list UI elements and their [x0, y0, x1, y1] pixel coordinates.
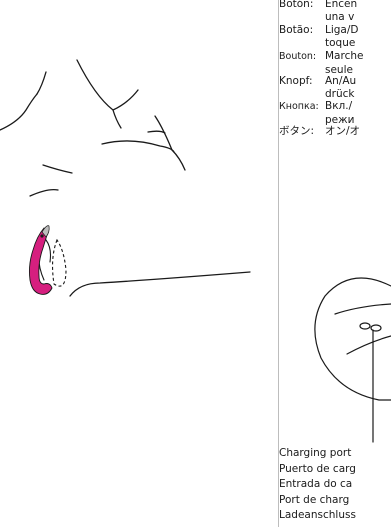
- button-desc-line1: An/Au: [325, 75, 357, 87]
- knee-line: [171, 149, 186, 171]
- instructions-page: Botón: Encen una v Botão: Liga/D toque B…: [279, 0, 391, 527]
- button-row-ja: ボタン: オン/オ: [279, 125, 391, 141]
- button-term: Bouton:: [279, 51, 317, 62]
- groin-y-stem: [112, 109, 122, 129]
- groin-y-line: [76, 59, 139, 111]
- device-button-dot: [40, 234, 44, 238]
- button-desc-line1: オン/オ: [325, 125, 361, 137]
- magnifier-circle: [314, 277, 391, 401]
- button-row-de: Knopf: An/Au drück: [279, 75, 391, 100]
- charging-contact-1: [359, 322, 371, 330]
- hip-curve: [36, 71, 47, 95]
- usage-illustration-page: [0, 59, 251, 297]
- thigh-crease-middle: [101, 140, 175, 153]
- port-label-es: Puerto de carg: [279, 462, 356, 475]
- button-term: ボタン:: [279, 125, 315, 137]
- port-label-en: Charging port: [279, 447, 352, 459]
- thigh-crease-right: [147, 130, 166, 134]
- button-desc-line2: una v: [325, 10, 355, 23]
- thigh-line-right-outer: [154, 115, 173, 151]
- button-description-list: Botón: Encen una v Botão: Liga/D toque B…: [279, 0, 391, 141]
- lower-curve-left: [29, 188, 59, 197]
- device-external-part: [28, 227, 53, 295]
- port-label-pt: Entrada do ca: [279, 478, 353, 490]
- hip-outline-left: [0, 93, 38, 131]
- button-desc-line2: режи: [325, 113, 355, 126]
- device-outline-bottom: [346, 335, 391, 355]
- button-desc-line1: Вкл./: [325, 100, 353, 112]
- button-term: Botón:: [279, 0, 314, 10]
- button-term: Кнопка:: [279, 101, 319, 112]
- button-desc-line1: Encen: [325, 0, 358, 10]
- device-internal-part: [51, 238, 67, 287]
- charging-port-diagram: [314, 277, 391, 443]
- button-row-pt: Botão: Liga/D toque: [279, 24, 391, 50]
- button-desc-line2: seule: [325, 63, 353, 76]
- button-term: Knopf:: [279, 75, 313, 87]
- button-desc-line2: drück: [325, 87, 355, 100]
- device-outline-top: [334, 303, 391, 315]
- device-tip: [41, 225, 50, 238]
- page-divider: [278, 0, 279, 527]
- button-desc-line2: toque: [325, 36, 356, 49]
- button-row-es: Botón: Encen una v: [279, 0, 391, 24]
- thigh-line-left: [42, 164, 73, 174]
- charging-port-label-list: Charging port Puerto de carg Entrada do …: [279, 446, 391, 524]
- port-label-de: Ladeanschluss: [279, 509, 356, 521]
- labia-inner: [45, 239, 52, 263]
- button-term: Botão:: [279, 24, 314, 36]
- charging-contact-2: [370, 324, 382, 332]
- buttocks-line: [69, 271, 251, 297]
- button-row-ru: Кнопка: Вкл./ режи: [279, 100, 391, 126]
- button-desc-line1: Marche: [325, 50, 364, 62]
- button-row-fr: Bouton: Marche seule: [279, 50, 391, 76]
- port-label-fr: Port de charg: [279, 493, 350, 506]
- button-desc-line1: Liga/D: [325, 24, 359, 36]
- usage-illustration: [0, 59, 251, 297]
